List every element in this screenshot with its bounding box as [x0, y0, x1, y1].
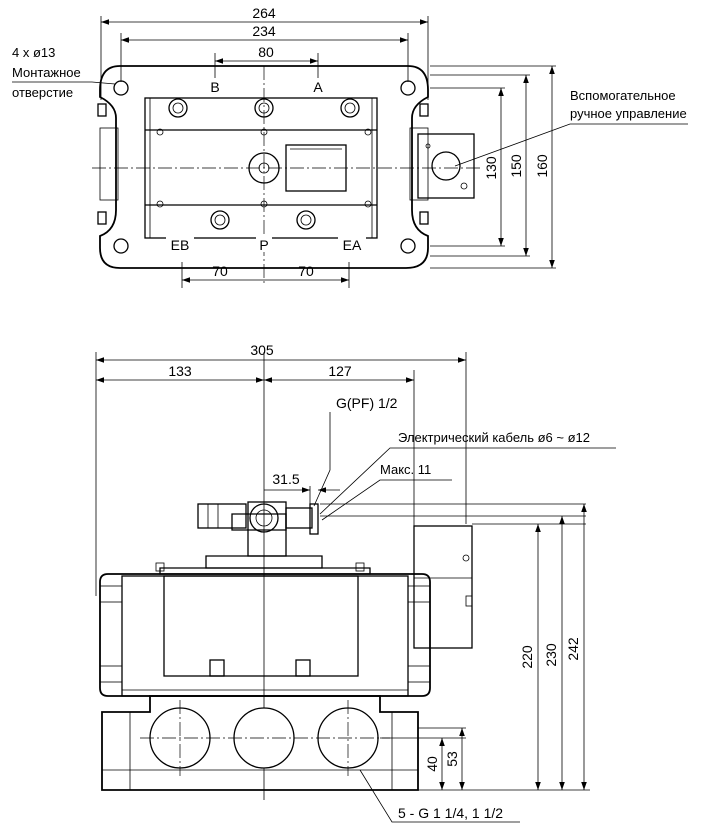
max-leader — [321, 479, 452, 521]
main-body — [99, 573, 431, 697]
top-dim-80: 80 — [258, 44, 274, 60]
port-circle-icon — [140, 700, 390, 776]
top-dim-150: 150 — [508, 154, 524, 178]
solenoid-housing — [247, 501, 287, 557]
front-dim-53: 53 — [444, 751, 460, 767]
front-dim-230: 230 — [543, 643, 559, 667]
max-callout: Макс. 11 — [380, 462, 431, 477]
top-dim-70-left: 70 — [212, 263, 228, 279]
front-dim-242: 242 — [565, 637, 581, 661]
port-label-b: B — [210, 79, 219, 95]
manual-override-box — [417, 133, 475, 199]
top-bolts — [97, 98, 429, 230]
cable-callout: Электрический кабель ø6 ~ ø12 — [398, 430, 590, 445]
front-dim-220: 220 — [519, 645, 535, 669]
top-dim-264: 264 — [252, 5, 276, 21]
mounting-hole-callout: 4 x ø13 — [12, 45, 55, 60]
mounting-hole-label-1: Монтажное — [12, 65, 81, 80]
manual-override-button — [431, 151, 461, 181]
manual-override-label-1: Вспомогательное — [570, 88, 676, 103]
front-dim-40: 40 — [424, 756, 440, 772]
top-view: 264 234 80 B A EB P EA 70 70 130 150 160… — [12, 5, 688, 288]
front-dim-31-5: 31.5 — [272, 471, 299, 487]
manual-override-leader — [454, 123, 688, 167]
front-window — [163, 575, 359, 677]
mounting-hole-label-2: отверстие — [12, 85, 73, 100]
port-label-eb: EB — [171, 237, 190, 253]
cable-gland — [249, 503, 279, 533]
front-dim-305: 305 — [250, 342, 274, 358]
port-label-p: P — [259, 237, 268, 253]
mounting-hole-icon — [113, 80, 416, 254]
top-dim-70-right: 70 — [298, 263, 314, 279]
front-view: 305 133 127 G(PF) 1/2 Электрический кабе… — [95, 342, 616, 823]
ports-leader — [359, 769, 520, 823]
top-dim-130: 130 — [483, 156, 499, 180]
front-dim-133: 133 — [168, 363, 192, 379]
cable-leader — [319, 447, 616, 515]
thread-callout: G(PF) 1/2 — [336, 395, 398, 411]
thread-leader — [313, 412, 331, 507]
top-dim-160: 160 — [534, 154, 550, 178]
front-dim-127: 127 — [328, 363, 352, 379]
ports-callout: 5 - G 1 1/4, 1 1/2 — [398, 805, 503, 821]
top-dim-234: 234 — [252, 23, 276, 39]
manual-override-label-2: ручное управление — [570, 106, 687, 121]
top-flange-outline — [99, 65, 429, 269]
port-label-ea: EA — [343, 237, 362, 253]
junction-box — [413, 525, 473, 649]
port-label-a: A — [313, 79, 323, 95]
